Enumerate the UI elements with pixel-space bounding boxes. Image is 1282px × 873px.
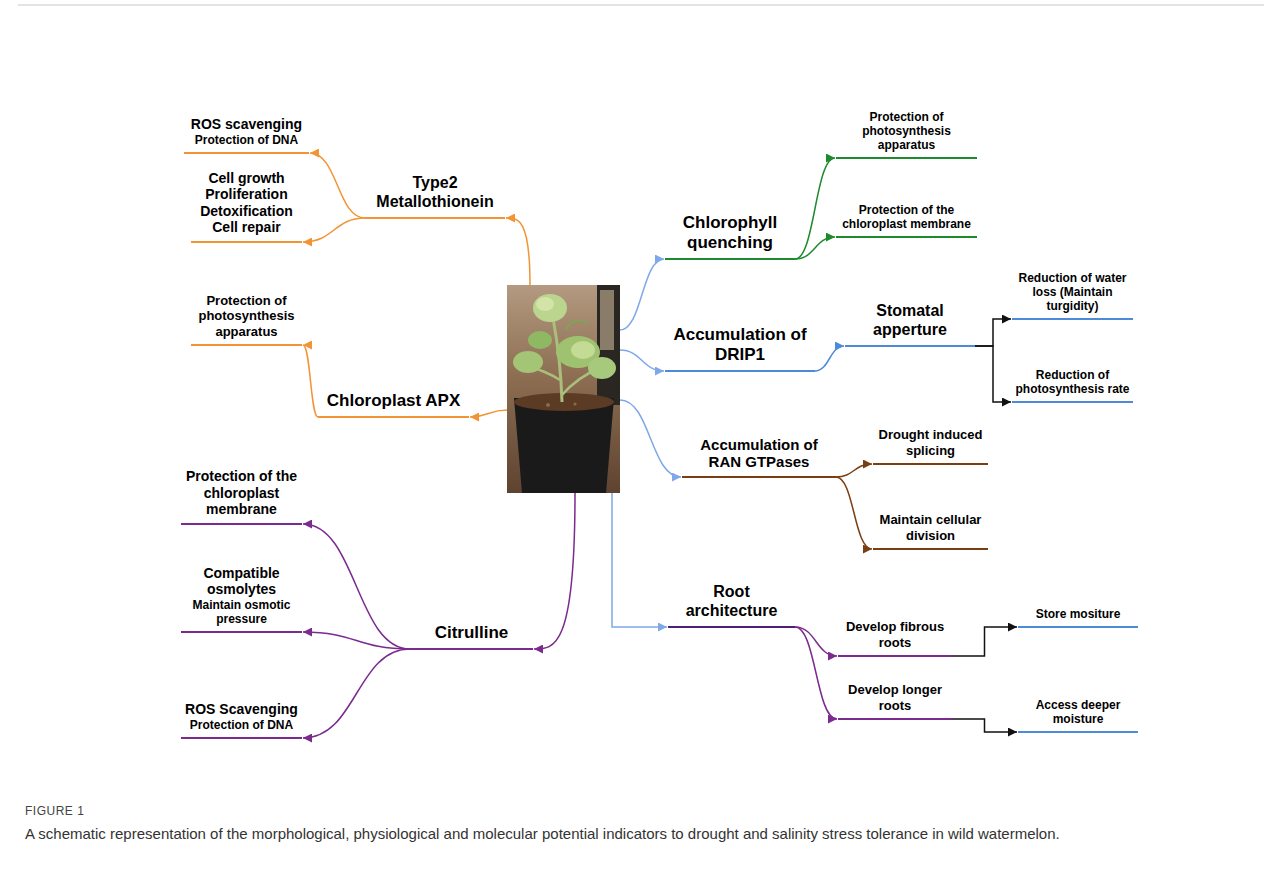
- arrow-connector: [795, 158, 835, 259]
- node-subtext: Maintain osmotic pressure: [181, 598, 302, 626]
- arrow-connector: [815, 346, 844, 371]
- arrow-connector: [975, 319, 1011, 346]
- node-heading: Protection of photosynthesis apparatus: [836, 110, 977, 152]
- underlined-label: ROS scavengingProtection of DNA: [184, 116, 309, 154]
- photo-leader-arrow: [620, 350, 664, 371]
- underlined-label: Protection of photosynthesis apparatus: [836, 110, 977, 159]
- photo-leader-arrow: [534, 493, 575, 649]
- node-heading: Accumulation of RAN GTPases: [682, 436, 836, 471]
- top-rule: [18, 5, 1264, 6]
- arrow-connector: [975, 346, 1011, 402]
- underlined-label: Reduction of water loss (Maintain turgid…: [1012, 271, 1133, 320]
- arrow-connector: [952, 627, 1017, 656]
- arrow-connector: [303, 632, 410, 649]
- underlined-label: Cell growth Proliferation Detoxification…: [191, 170, 302, 243]
- figure-caption: A schematic representation of the morpho…: [25, 824, 1257, 844]
- node-heading: Chloroplast APX: [318, 391, 469, 411]
- underlined-label: Reduction of photosynthesis rate: [1012, 368, 1133, 403]
- underlined-label: Compatible osmolytesMaintain osmotic pre…: [181, 565, 302, 633]
- underlined-label: Develop fibrous roots: [838, 619, 952, 657]
- node-heading: Accumulation of DRIP1: [665, 325, 815, 365]
- node-heading: ROS Scavenging: [181, 701, 302, 718]
- node-heading: Drought induced splicing: [873, 427, 988, 458]
- arrow-connector: [836, 464, 872, 477]
- photo-leader-arrow: [612, 493, 667, 627]
- node-heading: Maintain cellular division: [873, 512, 988, 543]
- connector-group: [303, 153, 1017, 738]
- node-heading: Develop longer roots: [838, 682, 952, 713]
- underlined-label: Root architecture: [668, 583, 795, 628]
- node-heading: Type2 Metallothionein: [365, 174, 505, 212]
- arrow-connector: [303, 218, 365, 242]
- node-heading: Root architecture: [668, 583, 795, 621]
- underlined-label: Maintain cellular division: [873, 512, 988, 550]
- photo-leader-arrow: [506, 218, 530, 285]
- underlined-label: Chloroplast APX: [318, 391, 469, 418]
- arrow-connector: [795, 627, 837, 719]
- node-heading: Protection of the chloroplast membrane: [836, 203, 977, 231]
- underlined-label: Accumulation of RAN GTPases: [682, 436, 836, 478]
- underlined-label: Drought induced splicing: [873, 427, 988, 465]
- node-heading: Citrulline: [410, 623, 533, 643]
- seedling-photo: [507, 285, 620, 493]
- photo-leader-arrow: [620, 400, 681, 477]
- underlined-label: Accumulation of DRIP1: [665, 325, 815, 372]
- underlined-label: Protection of the chloroplast membrane: [181, 468, 302, 525]
- node-subtext: Protection of DNA: [184, 133, 309, 147]
- underlined-label: Protection of the chloroplast membrane: [836, 203, 977, 238]
- node-heading: Stomatal apperture: [845, 302, 975, 340]
- photo-leader-arrow: [470, 410, 507, 417]
- arrow-connector: [836, 477, 872, 549]
- node-heading: Protection of photosynthesis apparatus: [191, 293, 302, 339]
- figure-number: FIGURE 1: [25, 804, 84, 818]
- underlined-label: Chlorophyll quenching: [665, 213, 795, 260]
- underlined-label: Stomatal apperture: [845, 302, 975, 347]
- arrow-connector: [303, 524, 410, 649]
- underlined-label: Access deeper moisture: [1018, 698, 1138, 733]
- node-heading: Develop fibrous roots: [838, 619, 952, 650]
- underlined-label: Type2 Metallothionein: [365, 174, 505, 219]
- underlined-label: Store mositure: [1018, 607, 1138, 628]
- arrow-connector: [303, 345, 318, 417]
- node-heading: Chlorophyll quenching: [665, 213, 795, 253]
- arrow-connector: [310, 153, 365, 218]
- underlined-label: Protection of photosynthesis apparatus: [191, 293, 302, 346]
- underlined-label: Develop longer roots: [838, 682, 952, 720]
- node-heading: Protection of the chloroplast membrane: [181, 468, 302, 518]
- arrow-connector: [795, 237, 835, 259]
- underlined-label: ROS ScavengingProtection of DNA: [181, 701, 302, 739]
- node-subtext: Protection of DNA: [181, 718, 302, 732]
- arrow-connector: [303, 649, 410, 738]
- node-heading: Store mositure: [1018, 607, 1138, 621]
- underlined-label: Citrulline: [410, 623, 533, 650]
- node-heading: Compatible osmolytes: [181, 565, 302, 598]
- node-heading: Cell growth Proliferation Detoxification…: [191, 170, 302, 236]
- node-heading: Reduction of photosynthesis rate: [1012, 368, 1133, 396]
- node-heading: Access deeper moisture: [1018, 698, 1138, 726]
- photo-leader-arrow: [620, 259, 664, 330]
- node-heading: Reduction of water loss (Maintain turgid…: [1012, 271, 1133, 313]
- arrow-connector: [952, 719, 1017, 732]
- node-heading: ROS scavenging: [184, 116, 309, 133]
